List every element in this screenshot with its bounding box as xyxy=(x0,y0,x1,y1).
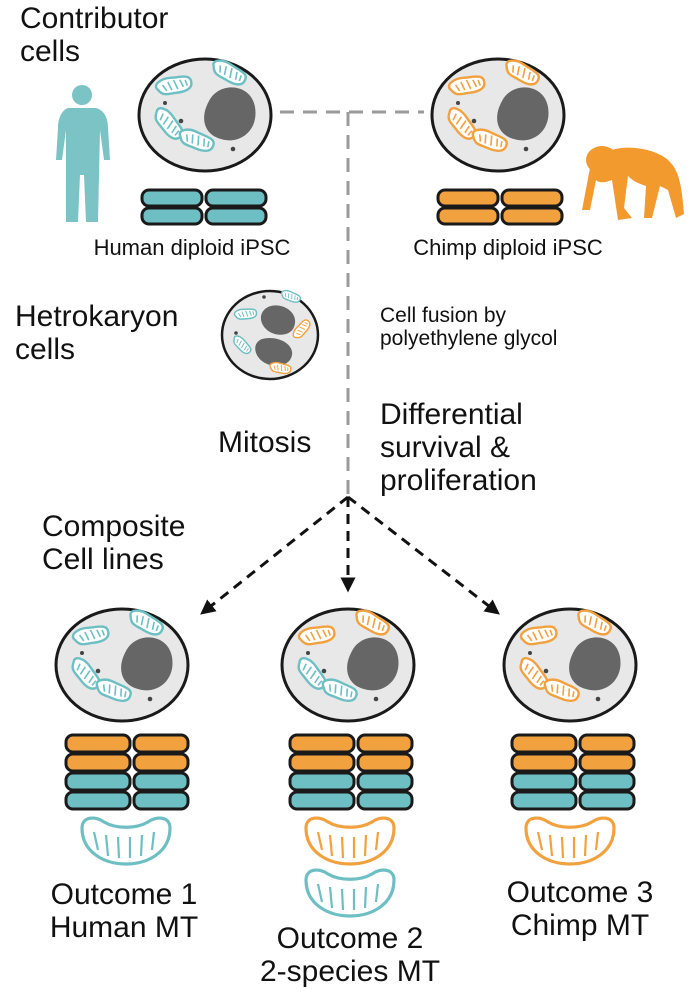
mitosis-label: Mitosis xyxy=(218,426,312,459)
human-chromosome-bars-icon xyxy=(140,188,268,226)
human-ipsc-label: Human diploid iPSC xyxy=(93,235,291,260)
outcome-3-mitochondrion-icon xyxy=(524,816,616,866)
chimp-ipsc-label: Chimp diploid iPSC xyxy=(413,235,603,260)
chimp-chromosome-bars-icon xyxy=(436,188,564,226)
outcome-2-mitochondrion-orange-icon xyxy=(304,816,396,866)
proliferation-arrows xyxy=(200,495,500,615)
outcome-2-mitochondrion-teal-icon xyxy=(304,868,396,918)
human-cell-icon xyxy=(137,57,273,173)
fusion-connector xyxy=(280,110,424,496)
chimp-figure-icon xyxy=(582,146,684,220)
outcome-2-cell-icon xyxy=(280,607,416,723)
outcome-1-chromosome-bars-icon xyxy=(64,733,190,811)
hetrokaryon-cell-icon xyxy=(220,289,320,381)
outcome-3-cell-icon xyxy=(502,607,638,723)
outcome-1-mitochondrion-icon xyxy=(80,816,172,866)
human-figure-icon xyxy=(56,85,110,222)
outcome-2-chromosome-bars-icon xyxy=(288,733,414,811)
chimp-cell-icon xyxy=(430,57,566,173)
outcome-1-cell-icon xyxy=(54,607,190,723)
outcome-3-chromosome-bars-icon xyxy=(510,733,636,811)
